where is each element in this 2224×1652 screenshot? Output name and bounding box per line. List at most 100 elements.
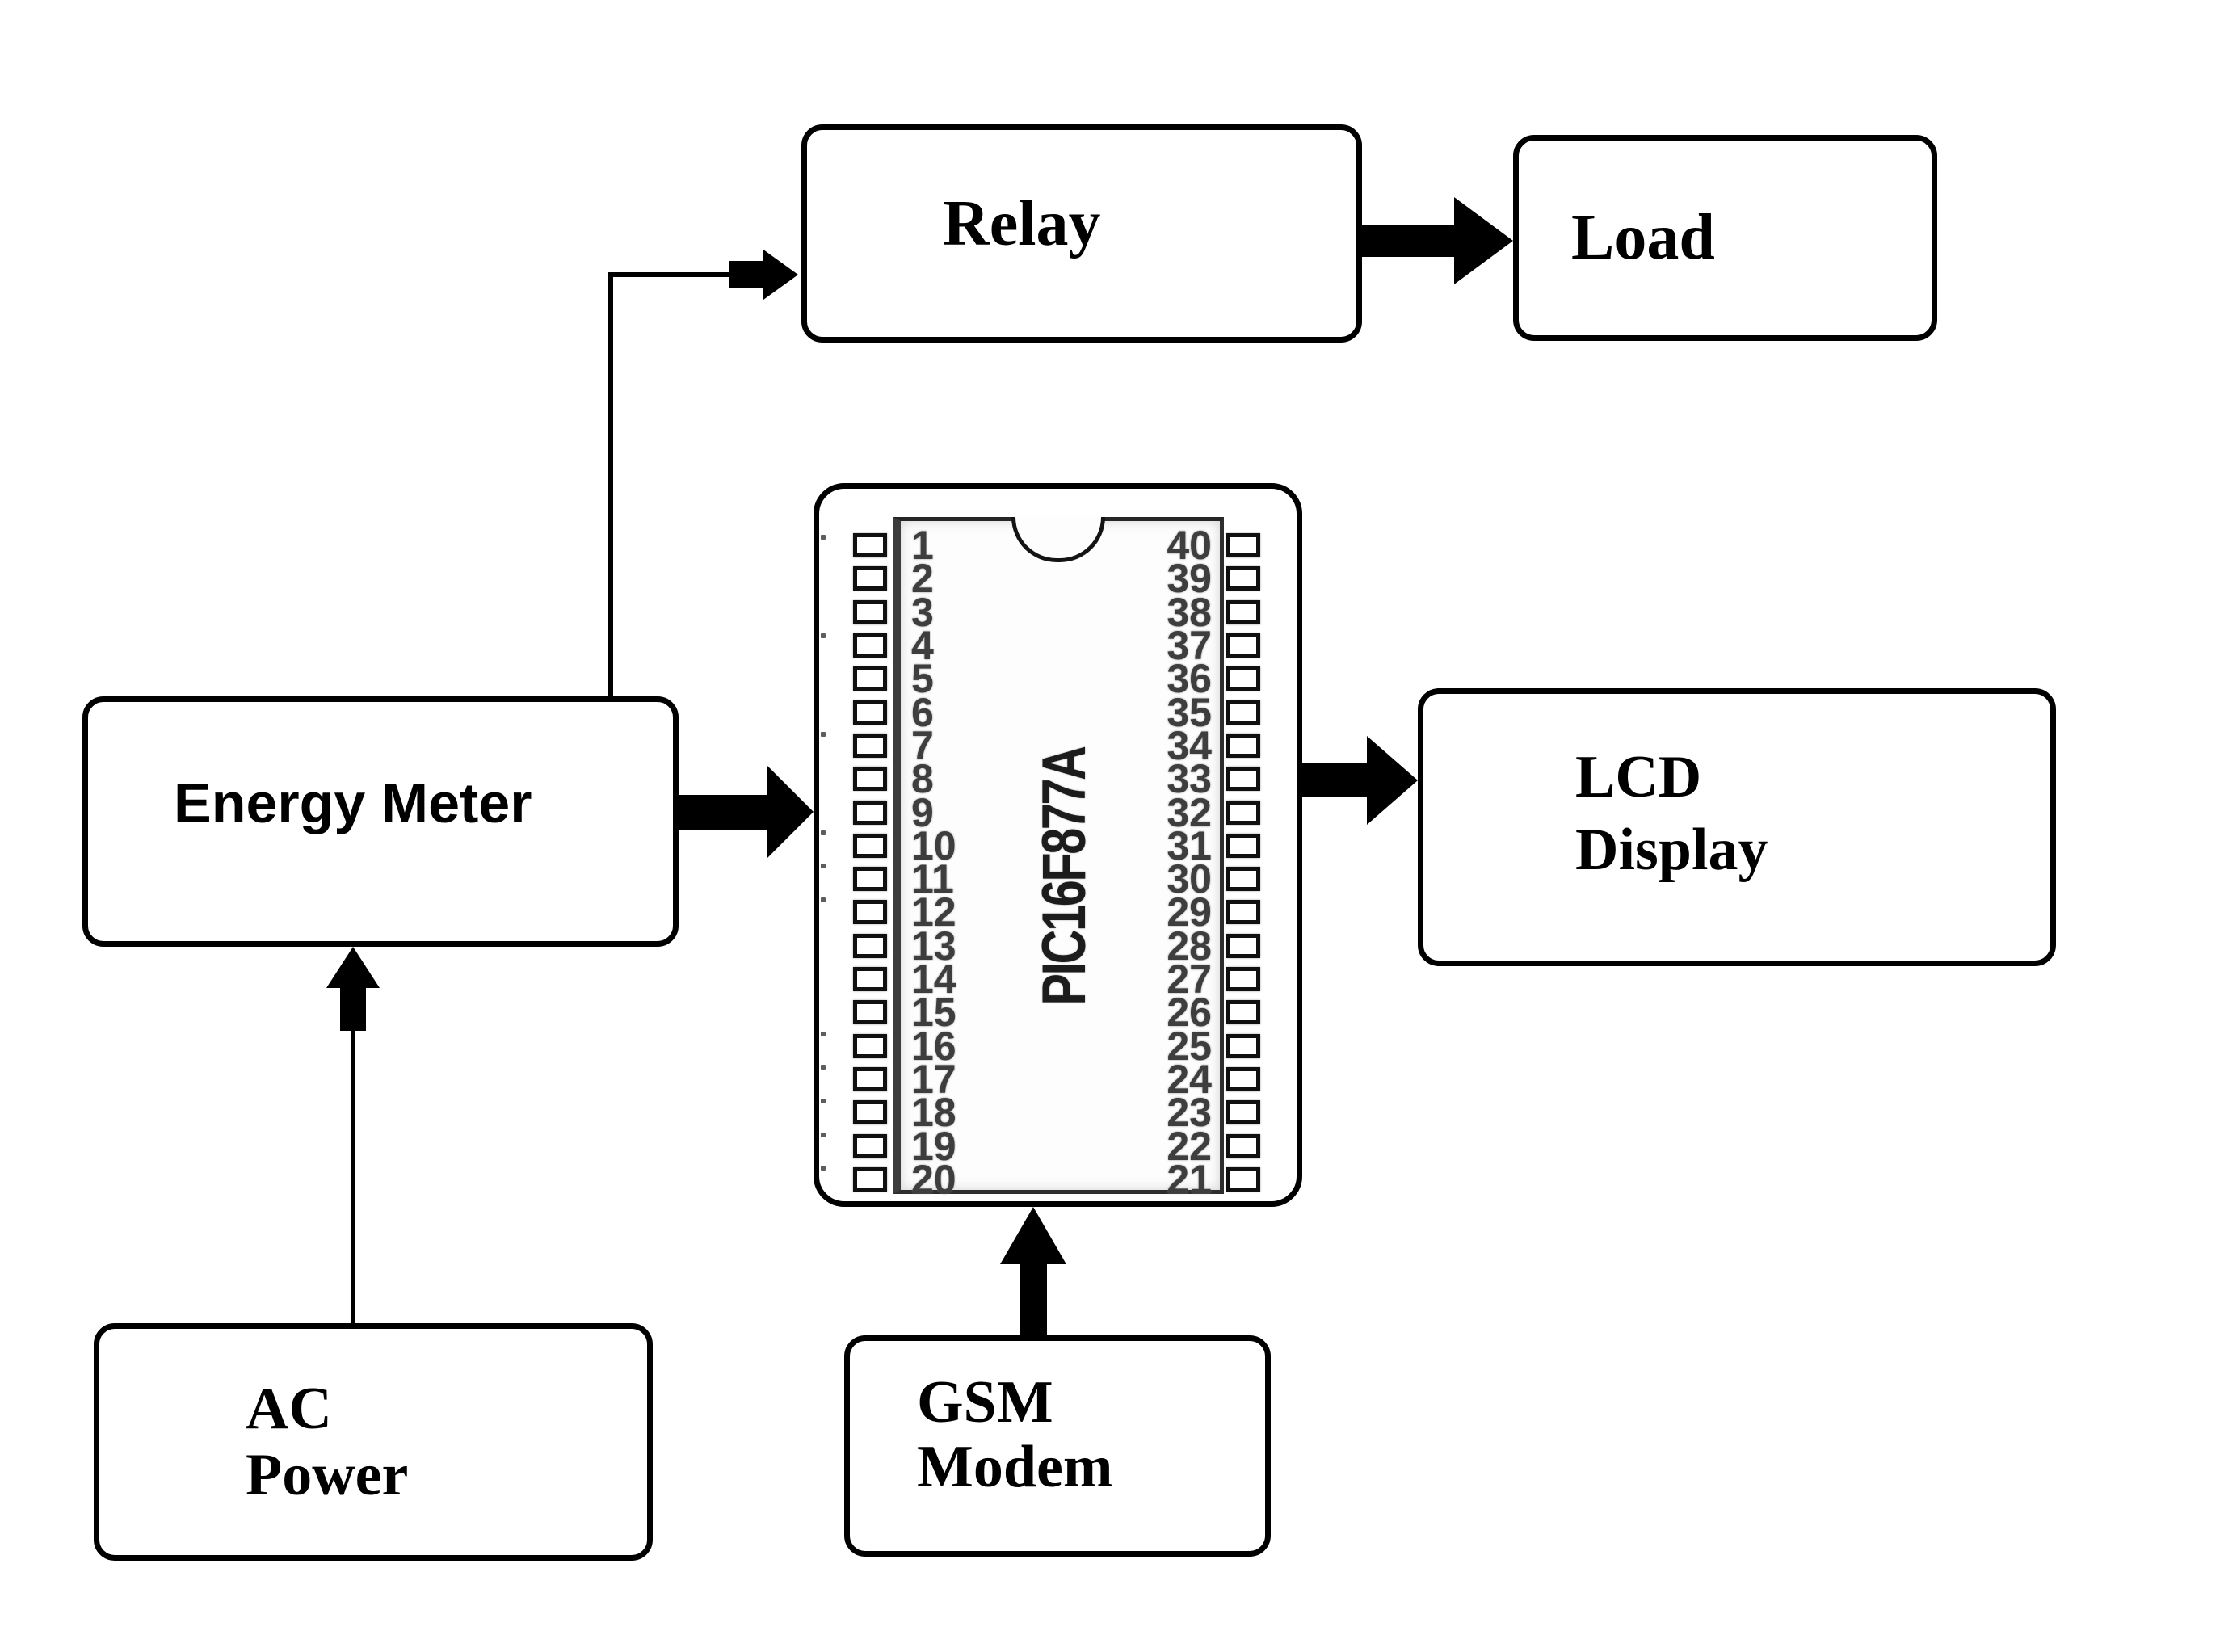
chip-pin-squares-right bbox=[1226, 533, 1260, 1192]
scan-artifact-dot bbox=[821, 830, 826, 835]
chip-pin-number-10: 10 bbox=[911, 822, 956, 868]
chip-pin-number-22: 22 bbox=[1167, 1123, 1212, 1169]
chip-pin-number-18: 18 bbox=[911, 1090, 956, 1136]
chip-pin-square-right-33 bbox=[1226, 767, 1260, 792]
chip-pin-square-left-19 bbox=[853, 1133, 887, 1158]
chip-pin-number-12: 12 bbox=[911, 889, 956, 935]
chip-pin-number-25: 25 bbox=[1167, 1023, 1212, 1069]
ac-label-line2: Power bbox=[246, 1442, 409, 1508]
chip-pin-square-right-37 bbox=[1226, 633, 1260, 658]
energy-meter-label: Energy Meter bbox=[174, 771, 532, 834]
ac-power-label: AC Power bbox=[246, 1376, 408, 1508]
chip-pin-square-left-3 bbox=[853, 599, 887, 624]
chip-pin-number-4: 4 bbox=[911, 622, 934, 668]
chip-pin-square-left-16 bbox=[853, 1033, 887, 1058]
chip-pin-number-14: 14 bbox=[911, 956, 956, 1003]
chip-pin-number-5: 5 bbox=[911, 656, 934, 702]
chip-pin-number-33: 33 bbox=[1167, 756, 1212, 802]
scan-artifact-dot bbox=[821, 897, 826, 902]
chip-pin-number-3: 3 bbox=[911, 589, 934, 635]
scan-artifact-dot bbox=[821, 1166, 826, 1171]
gsm-label-line1: GSM bbox=[917, 1369, 1053, 1436]
block-ac-power: AC Power bbox=[94, 1323, 653, 1561]
energy-to-pic-arrow-shaft bbox=[679, 795, 767, 830]
energy-to-relay-arrow-shaft bbox=[729, 261, 763, 288]
chip-pin-square-right-30 bbox=[1226, 867, 1260, 892]
chip-pin-number-37: 37 bbox=[1167, 622, 1212, 668]
block-energy-meter: Energy Meter bbox=[82, 696, 679, 947]
pic-to-lcd-arrowhead-icon bbox=[1367, 736, 1418, 825]
block-gsm-modem: GSM Modem bbox=[844, 1335, 1271, 1557]
chip-pin-number-8: 8 bbox=[911, 756, 934, 802]
chip-pin-square-left-20 bbox=[853, 1166, 887, 1192]
ac-label-line1: AC bbox=[246, 1376, 332, 1442]
energy-to-relay-line-vertical bbox=[608, 272, 613, 699]
ac-to-energy-arrow-shaft bbox=[340, 988, 366, 1031]
ac-to-energy-line bbox=[351, 1029, 355, 1325]
chip-pin-square-right-39 bbox=[1226, 566, 1260, 591]
chip-pin-square-left-9 bbox=[853, 800, 887, 825]
gsm-label-line2: Modem bbox=[917, 1434, 1113, 1500]
chip-pin-number-2: 2 bbox=[911, 556, 934, 602]
chip-pin-square-right-26 bbox=[1226, 1000, 1260, 1025]
chip-pin-square-right-40 bbox=[1226, 533, 1260, 557]
chip-pin-square-right-38 bbox=[1226, 599, 1260, 624]
chip-pin-square-left-11 bbox=[853, 867, 887, 892]
chip-pin-number-27: 27 bbox=[1167, 956, 1212, 1003]
chip-part-number-label: PIC16F877A bbox=[1029, 747, 1099, 1006]
scan-artifact-dot bbox=[821, 1065, 826, 1070]
chip-pin-number-31: 31 bbox=[1167, 822, 1212, 868]
chip-pin-square-right-21 bbox=[1226, 1166, 1260, 1192]
relay-to-load-arrow-shaft bbox=[1362, 225, 1454, 257]
pic-to-lcd-arrow-shaft bbox=[1302, 763, 1367, 797]
scan-artifact-dot bbox=[821, 535, 826, 540]
chip-pin-number-26: 26 bbox=[1167, 990, 1212, 1036]
chip-pin-square-left-6 bbox=[853, 700, 887, 725]
load-label: Load bbox=[1571, 202, 1715, 273]
chip-pin-square-right-24 bbox=[1226, 1067, 1260, 1091]
energy-to-relay-line-horizontal bbox=[608, 272, 734, 277]
chip-pin-square-left-1 bbox=[853, 533, 887, 557]
chip-pin-square-right-31 bbox=[1226, 833, 1260, 858]
chip-pin-number-35: 35 bbox=[1167, 689, 1212, 735]
scan-artifact-dot bbox=[821, 864, 826, 868]
energy-to-relay-arrowhead-icon bbox=[763, 250, 798, 300]
chip-pin-square-right-36 bbox=[1226, 666, 1260, 691]
chip-pin-number-40: 40 bbox=[1167, 523, 1212, 568]
chip-pin-square-right-27 bbox=[1226, 967, 1260, 992]
chip-pin-square-right-29 bbox=[1226, 900, 1260, 925]
chip-pin-number-7: 7 bbox=[911, 722, 934, 768]
chip-pin-number-38: 38 bbox=[1167, 589, 1212, 635]
chip-pin-number-6: 6 bbox=[911, 689, 934, 735]
gsm-to-pic-arrow-shaft bbox=[1020, 1264, 1047, 1339]
chip-pin-number-15: 15 bbox=[911, 990, 956, 1036]
chip-pin-square-right-35 bbox=[1226, 700, 1260, 725]
block-relay: Relay bbox=[801, 124, 1362, 343]
chip-pin-number-13: 13 bbox=[911, 923, 956, 969]
chip-pin-square-left-4 bbox=[853, 633, 887, 658]
relay-label: Relay bbox=[943, 187, 1101, 259]
energy-to-pic-arrowhead-icon bbox=[767, 766, 814, 858]
relay-to-load-arrowhead-icon bbox=[1454, 197, 1513, 284]
block-load: Load bbox=[1513, 135, 1937, 341]
ac-to-energy-arrowhead-icon bbox=[326, 947, 380, 988]
scan-artifact-dot bbox=[821, 1099, 826, 1103]
block-lcd-display: LCD Display bbox=[1418, 688, 2056, 966]
chip-pin-number-17: 17 bbox=[911, 1057, 956, 1102]
chip-pin-number-20: 20 bbox=[911, 1156, 956, 1202]
chip-pin-number-39: 39 bbox=[1167, 556, 1212, 602]
scan-artifact-dot bbox=[821, 1133, 826, 1137]
chip-pin-square-left-2 bbox=[853, 566, 887, 591]
chip-pin-square-left-18 bbox=[853, 1100, 887, 1125]
chip-pin-number-21: 21 bbox=[1167, 1156, 1212, 1202]
lcd-label-line2: Display bbox=[1575, 817, 1768, 883]
chip-pin-squares-left bbox=[853, 533, 887, 1192]
chip-pin-square-left-12 bbox=[853, 900, 887, 925]
chip-pin-number-11: 11 bbox=[911, 856, 954, 902]
chip-body bbox=[893, 517, 1224, 1194]
chip-pin-number-32: 32 bbox=[1167, 789, 1212, 835]
chip-pin-number-29: 29 bbox=[1167, 889, 1212, 935]
